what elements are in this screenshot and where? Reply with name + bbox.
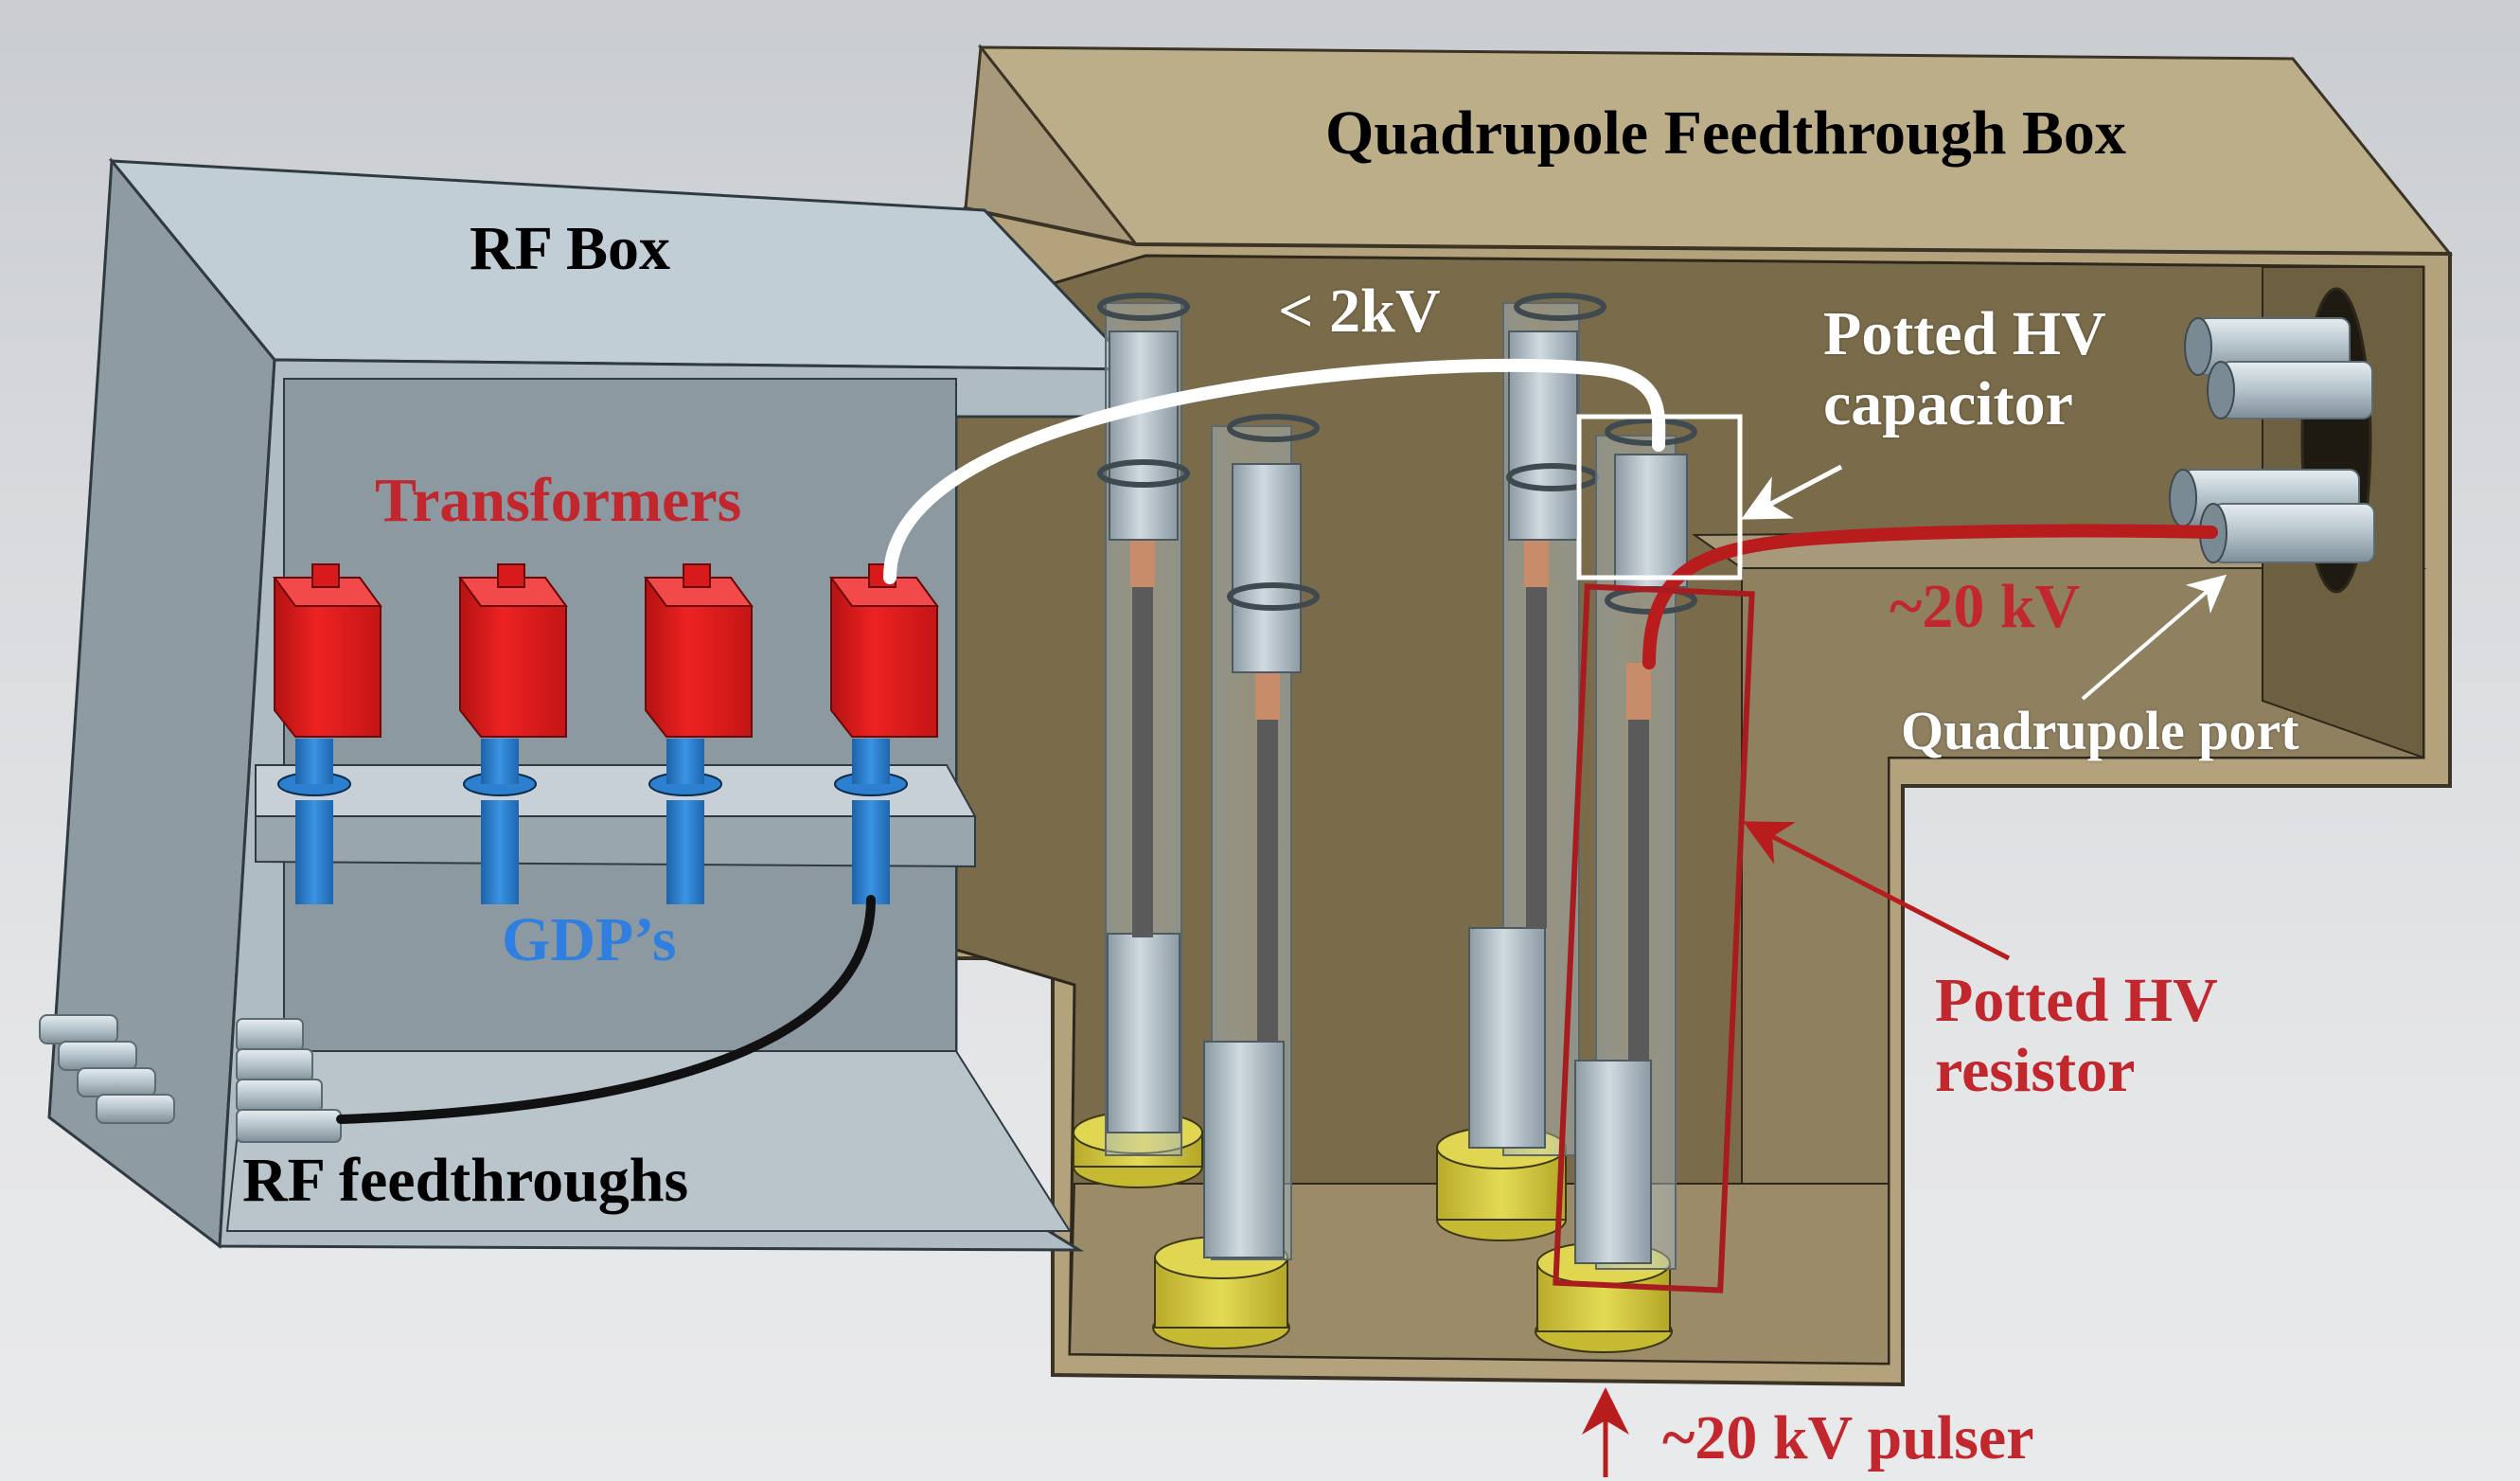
high-voltage-label: ~20 kV: [1890, 572, 2081, 641]
rf-box-label: RF Box: [470, 214, 671, 283]
potted-hv-capacitor-line-2: capacitor: [1823, 368, 2073, 438]
transformer-4: [829, 563, 939, 904]
rf-feedthrough-inner: [236, 1018, 342, 1143]
quadrupole-port-connectors: [2169, 317, 2375, 563]
potted-hv-capacitor-label: Potted HV capacitor: [1823, 299, 2106, 439]
column-assembly-1: [1073, 293, 1203, 1188]
transformer-3: [644, 563, 754, 904]
potted-hv-capacitor-line-1: Potted HV: [1823, 299, 2106, 368]
transformers-label: Transformers: [375, 466, 742, 535]
transformer-2: [458, 563, 568, 904]
gdps-label: GDP’s: [502, 905, 677, 974]
transformer-group: [273, 563, 939, 904]
low-voltage-cable: [883, 358, 1666, 584]
resistor-arrow: [1743, 821, 2011, 961]
potted-hv-resistor-line-2: resistor: [1935, 1035, 2136, 1105]
potted-hv-resistor-label: Potted HV resistor: [1935, 966, 2218, 1106]
column-assembly-4: [1535, 418, 1697, 1353]
pulser-label: ~20 kV pulser: [1662, 1403, 2034, 1472]
transformer-1: [273, 563, 382, 904]
capacitor-arrow: [1741, 464, 1843, 520]
potted-hv-resistor-line-1: Potted HV: [1935, 966, 2218, 1035]
rf-feedthrough-connectors: [39, 1014, 342, 1143]
rf-feedthroughs-label: RF feedthroughs: [242, 1146, 689, 1215]
resistor-highlight-box: [1553, 583, 1755, 1294]
quadrupole-port-label: Quadrupole port: [1901, 700, 2299, 761]
low-voltage-label: < 2kV: [1278, 277, 1441, 346]
rf-feedthrough-outer: [39, 1014, 175, 1124]
quadrupole-feedthrough-box-label: Quadrupole Feedthrough Box: [1325, 98, 2126, 168]
capacitor-highlight-box: [1576, 414, 1743, 580]
rf-cable: [336, 895, 876, 1124]
quadrupole-port-arrow: [2081, 574, 2227, 701]
column-assembly-2: [1152, 414, 1320, 1349]
